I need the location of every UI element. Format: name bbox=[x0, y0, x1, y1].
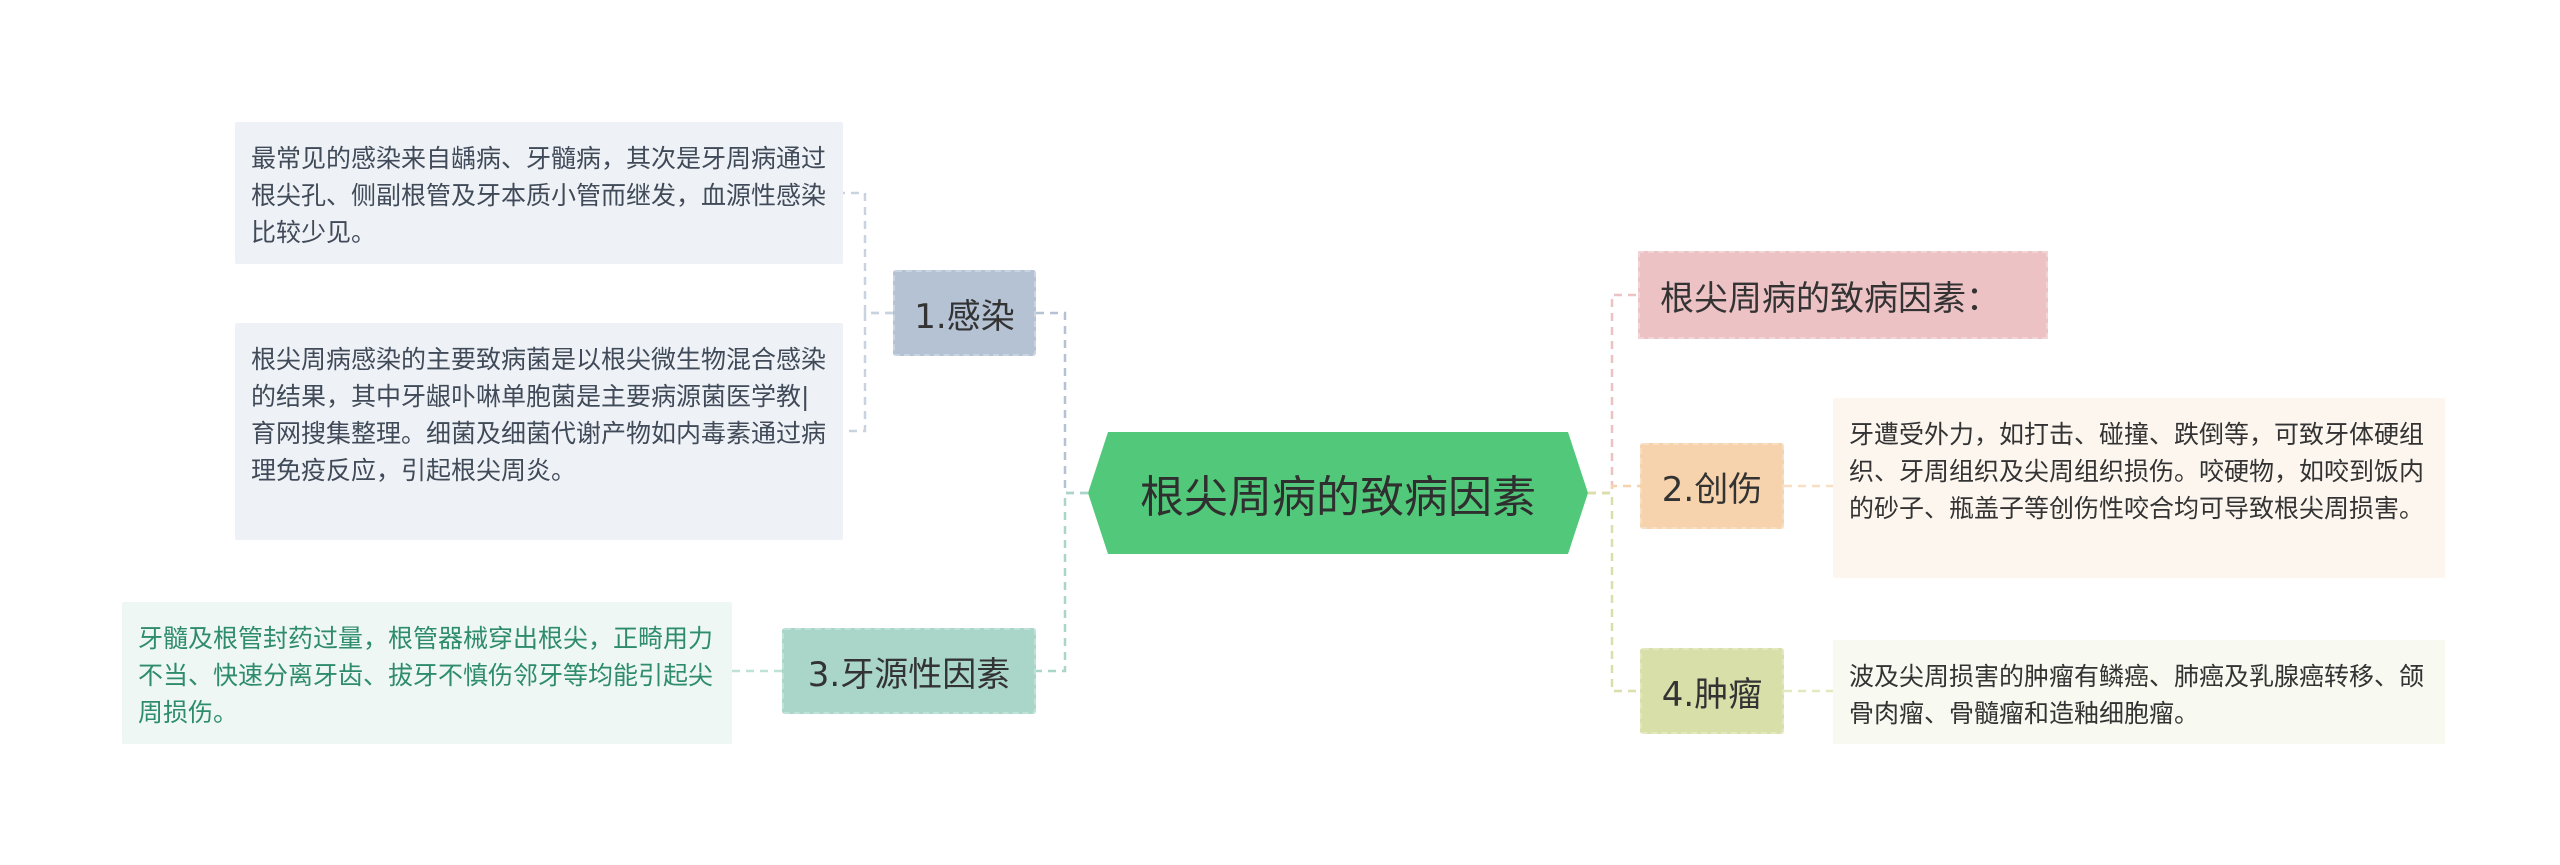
branch-infection-label: 1.感染 bbox=[914, 296, 1015, 337]
leaf-trauma-text: 牙遭受外力，如打击、碰撞、跌倒等，可致牙体硬组织、牙周组织及尖周组织损伤。咬硬物… bbox=[1849, 420, 2425, 523]
link-central-title-note bbox=[1588, 293, 1638, 495]
branch-trauma[interactable]: 2.创伤 bbox=[1640, 443, 1784, 529]
leaf-trauma[interactable]: 牙遭受外力，如打击、碰撞、跌倒等，可致牙体硬组织、牙周组织及尖周组织损伤。咬硬物… bbox=[1833, 398, 2445, 578]
leaf-tumor-text: 波及尖周损害的肿瘤有鳞癌、肺癌及乳腺癌转移、颌骨肉瘤、骨髓瘤和造釉细胞瘤。 bbox=[1849, 662, 2425, 728]
link-central-odontogenic bbox=[1036, 491, 1088, 673]
leaf-odontogenic-text: 牙髓及根管封药过量，根管器械穿出根尖，正畸用力不当、快速分离牙齿、拔牙不慎伤邻牙… bbox=[138, 624, 714, 727]
leaf-infection-source[interactable]: 最常见的感染来自龋病、牙髓病，其次是牙周病通过根尖孔、侧副根管及牙本质小管而继发… bbox=[235, 122, 843, 264]
central-topic-label: 根尖周病的致病因素 bbox=[1140, 472, 1536, 523]
branch-tumor-label: 4.肿瘤 bbox=[1661, 674, 1763, 715]
link-infection-leaf2 bbox=[843, 311, 893, 433]
leaf-infection-pathogen-text: 根尖周病感染的主要致病菌是以根尖微生物混合感染的结果，其中牙龈卟啉单胞菌是主要病… bbox=[251, 345, 827, 485]
branch-trauma-label: 2.创伤 bbox=[1661, 469, 1763, 510]
leaf-infection-pathogen[interactable]: 根尖周病感染的主要致病菌是以根尖微生物混合感染的结果，其中牙龈卟啉单胞菌是主要病… bbox=[235, 323, 843, 540]
leaf-odontogenic[interactable]: 牙髓及根管封药过量，根管器械穿出根尖，正畸用力不当、快速分离牙齿、拔牙不慎伤邻牙… bbox=[122, 602, 732, 744]
branch-infection[interactable]: 1.感染 bbox=[893, 270, 1036, 356]
title-note-label: 根尖周病的致病因素： bbox=[1660, 278, 2000, 319]
link-central-trauma bbox=[1588, 484, 1640, 495]
branch-odontogenic[interactable]: 3.牙源性因素 bbox=[782, 628, 1036, 714]
central-topic[interactable]: 根尖周病的致病因素 bbox=[1088, 432, 1588, 554]
branch-odontogenic-label: 3.牙源性因素 bbox=[807, 654, 1011, 695]
leaf-tumor[interactable]: 波及尖周损害的肿瘤有鳞癌、肺癌及乳腺癌转移、颌骨肉瘤、骨髓瘤和造釉细胞瘤。 bbox=[1833, 640, 2445, 744]
branch-tumor[interactable]: 4.肿瘤 bbox=[1640, 648, 1784, 734]
title-note-node[interactable]: 根尖周病的致病因素： bbox=[1638, 251, 2048, 339]
link-central-tumor bbox=[1588, 491, 1640, 693]
link-central-infection bbox=[1036, 311, 1088, 495]
leaf-infection-source-text: 最常见的感染来自龋病、牙髓病，其次是牙周病通过根尖孔、侧副根管及牙本质小管而继发… bbox=[251, 144, 827, 247]
link-infection-leaf1 bbox=[843, 191, 893, 315]
